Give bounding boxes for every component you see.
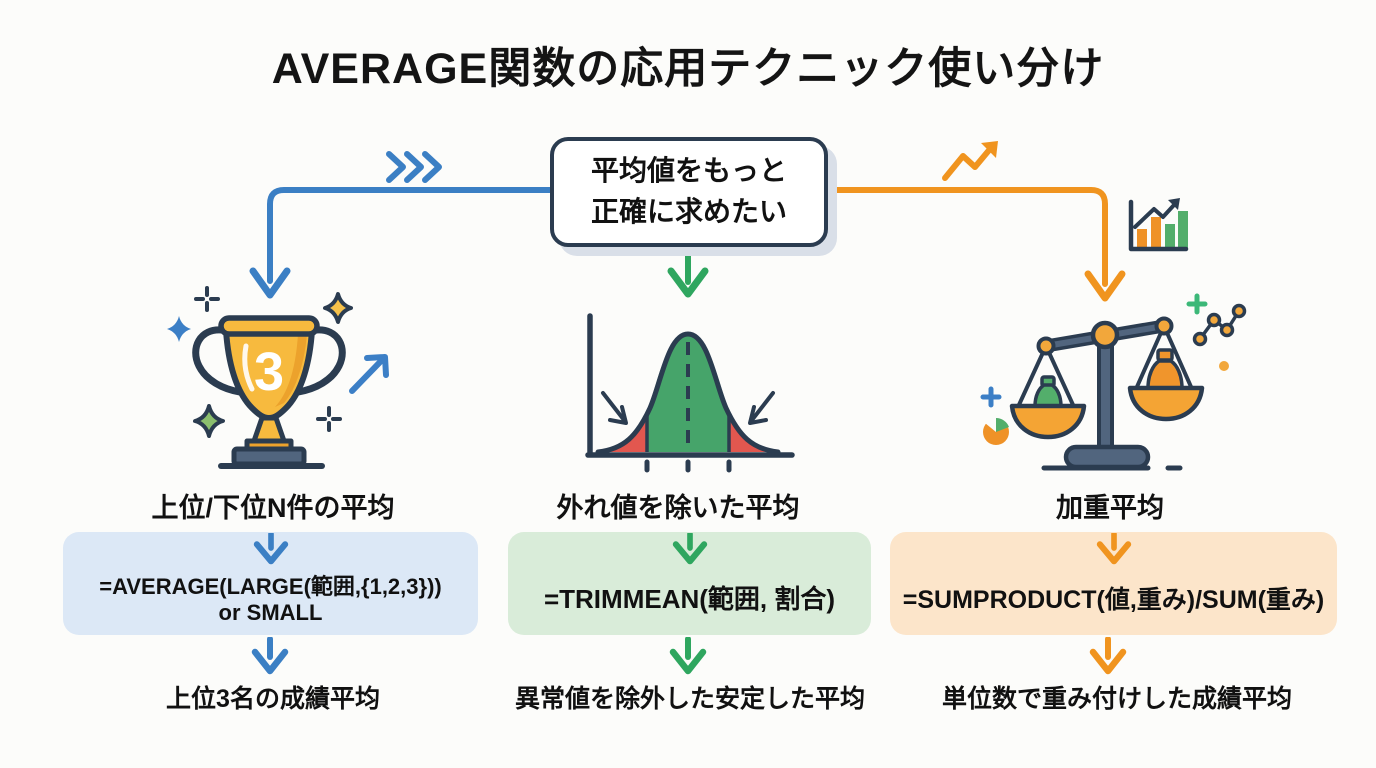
trophy-number: 3	[254, 342, 284, 402]
formula-weighted: =SUMPRODUCT(値,重み)/SUM(重み)	[902, 586, 1325, 614]
bar-chart-axes	[1128, 199, 1189, 252]
formula-box-weighted: =SUMPRODUCT(値,重み)/SUM(重み)	[890, 532, 1337, 635]
triple-chevron-icon	[386, 151, 442, 183]
branch-heading-weighted: 加重平均	[1056, 493, 1164, 523]
trophy-cup-shade	[275, 334, 307, 407]
down-arrow-icon	[251, 637, 289, 675]
orange-connector-line	[825, 187, 1108, 287]
scale-left-pan	[1009, 403, 1087, 440]
bar-green-2	[1178, 211, 1188, 248]
orange-weight	[1146, 359, 1184, 390]
scale-right-pan	[1127, 385, 1205, 422]
yellow-star-icon	[323, 292, 353, 324]
trophy-left-handle	[192, 326, 244, 396]
bell-left-tail	[600, 413, 647, 452]
bell-axis-ticks	[644, 459, 732, 473]
down-arrow-icon	[1089, 637, 1127, 675]
down-arrow-icon	[672, 533, 707, 565]
formula-box-trimmed: =TRIMMEAN(範囲, 割合)	[508, 532, 871, 635]
scale-right-pivot	[1154, 316, 1174, 336]
scale-left-strings	[1016, 345, 1076, 408]
bar-green-1	[1165, 224, 1175, 248]
branch-heading-trimmed: 外れ値を除いた平均	[556, 493, 800, 523]
formula-trimmed: =TRIMMEAN(範囲, 割合)	[543, 584, 836, 615]
orange-dot-icon	[1219, 361, 1229, 371]
bar-chart-icon	[1128, 198, 1189, 252]
pie-chart-icon	[983, 417, 1009, 445]
down-arrow-icon	[1096, 533, 1131, 565]
blue-star-icon	[167, 316, 191, 342]
bell-right-tail	[729, 413, 776, 452]
sparkle-plus-icon	[194, 286, 220, 312]
bar-chart-trend-arrowhead	[1168, 198, 1180, 210]
decision-box: 平均値をもっと 正確に求めたい	[550, 137, 828, 247]
green-plus-icon	[1186, 293, 1208, 315]
trophy-stem	[251, 415, 287, 444]
scale-base	[1063, 444, 1151, 470]
bell-curve-icon	[585, 313, 795, 473]
trophy-icon: 3	[167, 286, 389, 469]
trophy-right-handle	[294, 326, 346, 396]
trophy-highlight	[242, 343, 255, 392]
trend-up-arrow-icon	[942, 141, 998, 181]
up-right-arrow-icon	[349, 354, 389, 394]
tail-pointer-arrow-icon	[748, 391, 775, 425]
balance-scale-icon	[980, 293, 1247, 471]
branch-result-trimmed: 異常値を除外した安定した平均	[514, 685, 866, 713]
scale-post	[1097, 340, 1114, 454]
scale-left-pivot	[1036, 336, 1056, 356]
blue-plus-icon	[980, 386, 1002, 408]
bar-orange-1	[1137, 229, 1147, 248]
formula-text-wrap: =TRIMMEAN(範囲, 割合)	[544, 565, 835, 635]
orange-weight-knob	[1156, 348, 1174, 362]
decision-box-line2: 正確に求めたい	[590, 196, 787, 227]
blue-arrowhead-icon	[249, 267, 291, 299]
green-weight	[1033, 383, 1063, 408]
sparkle-plus-icon	[316, 406, 342, 432]
dot-line-chart-icon	[1192, 303, 1247, 347]
scale-right-strings	[1134, 325, 1194, 390]
scale-center-pivot	[1090, 320, 1120, 350]
down-arrow-icon	[669, 637, 707, 675]
trophy-rim	[218, 315, 320, 337]
page-title: AVERAGE関数の応用テクニック使い分け	[271, 45, 1105, 93]
branch-result-weighted: 単位数で重み付けした成績平均	[941, 685, 1293, 713]
formula-topn-alt: or SMALL	[218, 600, 323, 625]
formula-topn: =AVERAGE(LARGE(範囲,{1,2,3}))	[99, 573, 442, 599]
branch-heading-topn: 上位/下位N件の平均	[151, 493, 395, 523]
formula-box-topn: =AVERAGE(LARGE(範囲,{1,2,3})) or SMALL	[63, 532, 478, 635]
bar-orange-2	[1151, 217, 1161, 248]
bell-axes	[585, 313, 795, 458]
down-arrow-icon	[253, 533, 288, 565]
orange-arrowhead-icon	[1084, 270, 1126, 302]
decision-box-line1: 平均値をもっと	[590, 155, 787, 187]
formula-text-wrap: =SUMPRODUCT(値,重み)/SUM(重み)	[903, 565, 1325, 635]
formula-text-wrap: =AVERAGE(LARGE(範囲,{1,2,3})) or SMALL	[99, 565, 441, 635]
tail-pointer-arrow-icon	[601, 391, 628, 425]
bell-curve-line	[595, 331, 781, 455]
trophy-base	[231, 446, 307, 467]
green-star-icon	[193, 404, 225, 438]
green-arrowhead-icon	[667, 267, 709, 298]
branch-result-topn: 上位3名の成績平均	[166, 685, 380, 713]
bell-boundary-lines	[645, 413, 731, 452]
blue-connector-line	[267, 187, 553, 284]
bar-chart-trend-line	[1133, 203, 1176, 229]
